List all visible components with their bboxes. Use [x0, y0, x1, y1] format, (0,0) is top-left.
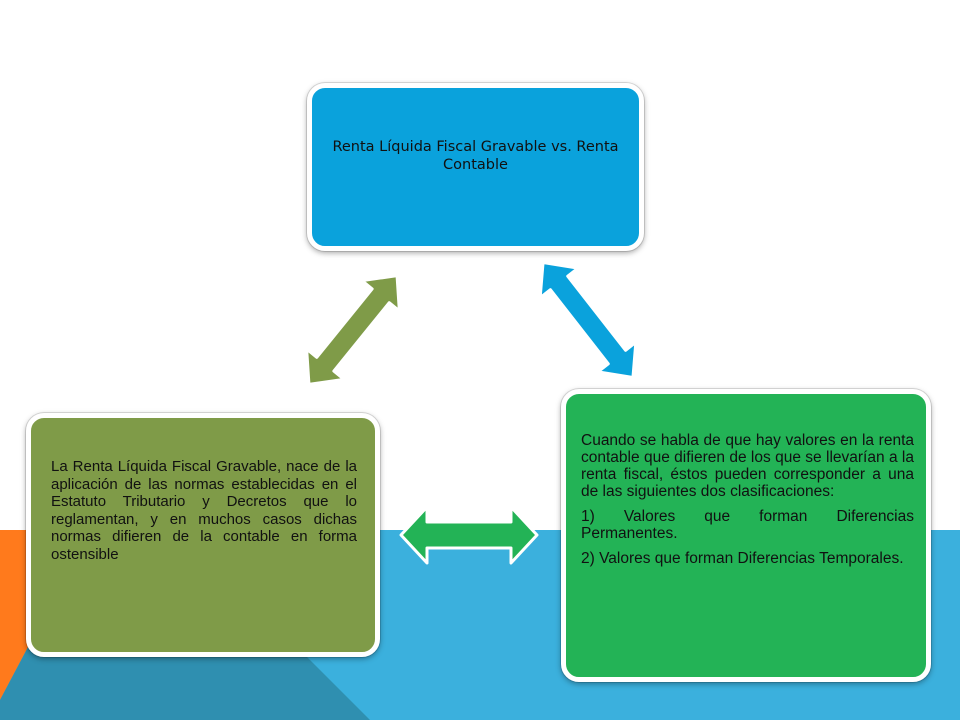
double-arrow-left-right: [399, 505, 539, 565]
top-box-text: Renta Líquida Fiscal Gravable vs. Renta …: [332, 139, 619, 173]
double-arrow-left-top: [305, 274, 401, 386]
right-box-paragraph-permanent: 1) Valores que forman Diferencias Perman…: [581, 508, 914, 542]
double-arrow-top-right: [538, 260, 638, 380]
left-box-text: La Renta Líquida Fiscal Gravable, nace d…: [51, 458, 357, 563]
right-box-paragraph-temporary: 2) Valores que forman Diferencias Tempor…: [581, 550, 904, 567]
left-box: La Renta Líquida Fiscal Gravable, nace d…: [26, 413, 380, 657]
top-box: Renta Líquida Fiscal Gravable vs. Renta …: [307, 83, 644, 251]
right-box: Cuando se habla de que hay valores en la…: [561, 389, 931, 682]
right-box-paragraph-intro: Cuando se habla de que hay valores en la…: [581, 432, 914, 500]
